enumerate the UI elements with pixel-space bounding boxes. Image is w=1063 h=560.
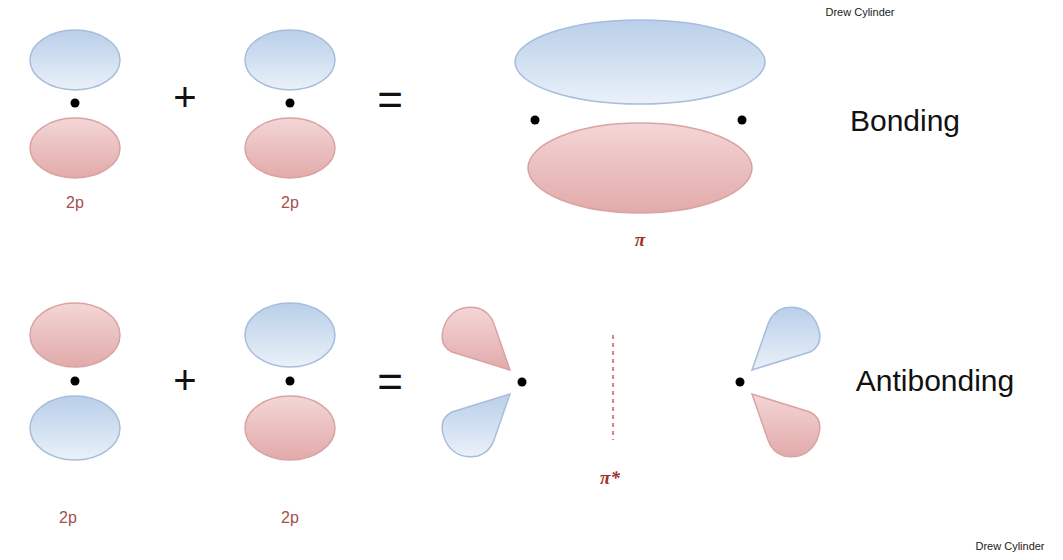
orbital-label: 2p	[66, 194, 84, 212]
orbital-type-label: Antibonding	[856, 364, 1014, 397]
pi-bonding-orbital	[515, 20, 765, 213]
orbital-symbol: π*	[600, 468, 620, 489]
watermark: Drew Cylinder	[975, 540, 1044, 552]
orbital-type-label: Bonding	[850, 104, 960, 137]
equals-sign: =	[377, 358, 403, 406]
plus-sign: +	[173, 358, 196, 402]
pi-antibonding-orbital	[442, 307, 820, 456]
p-orbital	[245, 30, 335, 178]
orbital-label: 2p	[59, 509, 77, 527]
orbital-symbol: π	[635, 230, 645, 251]
p-orbital	[245, 303, 335, 460]
watermark: Drew Cylinder	[825, 6, 894, 18]
plus-sign: +	[173, 75, 196, 119]
orbital-label: 2p	[281, 194, 299, 212]
orbital-label: 2p	[281, 509, 299, 527]
p-orbital	[30, 303, 120, 460]
p-orbital	[30, 30, 120, 178]
equals-sign: =	[377, 76, 403, 124]
